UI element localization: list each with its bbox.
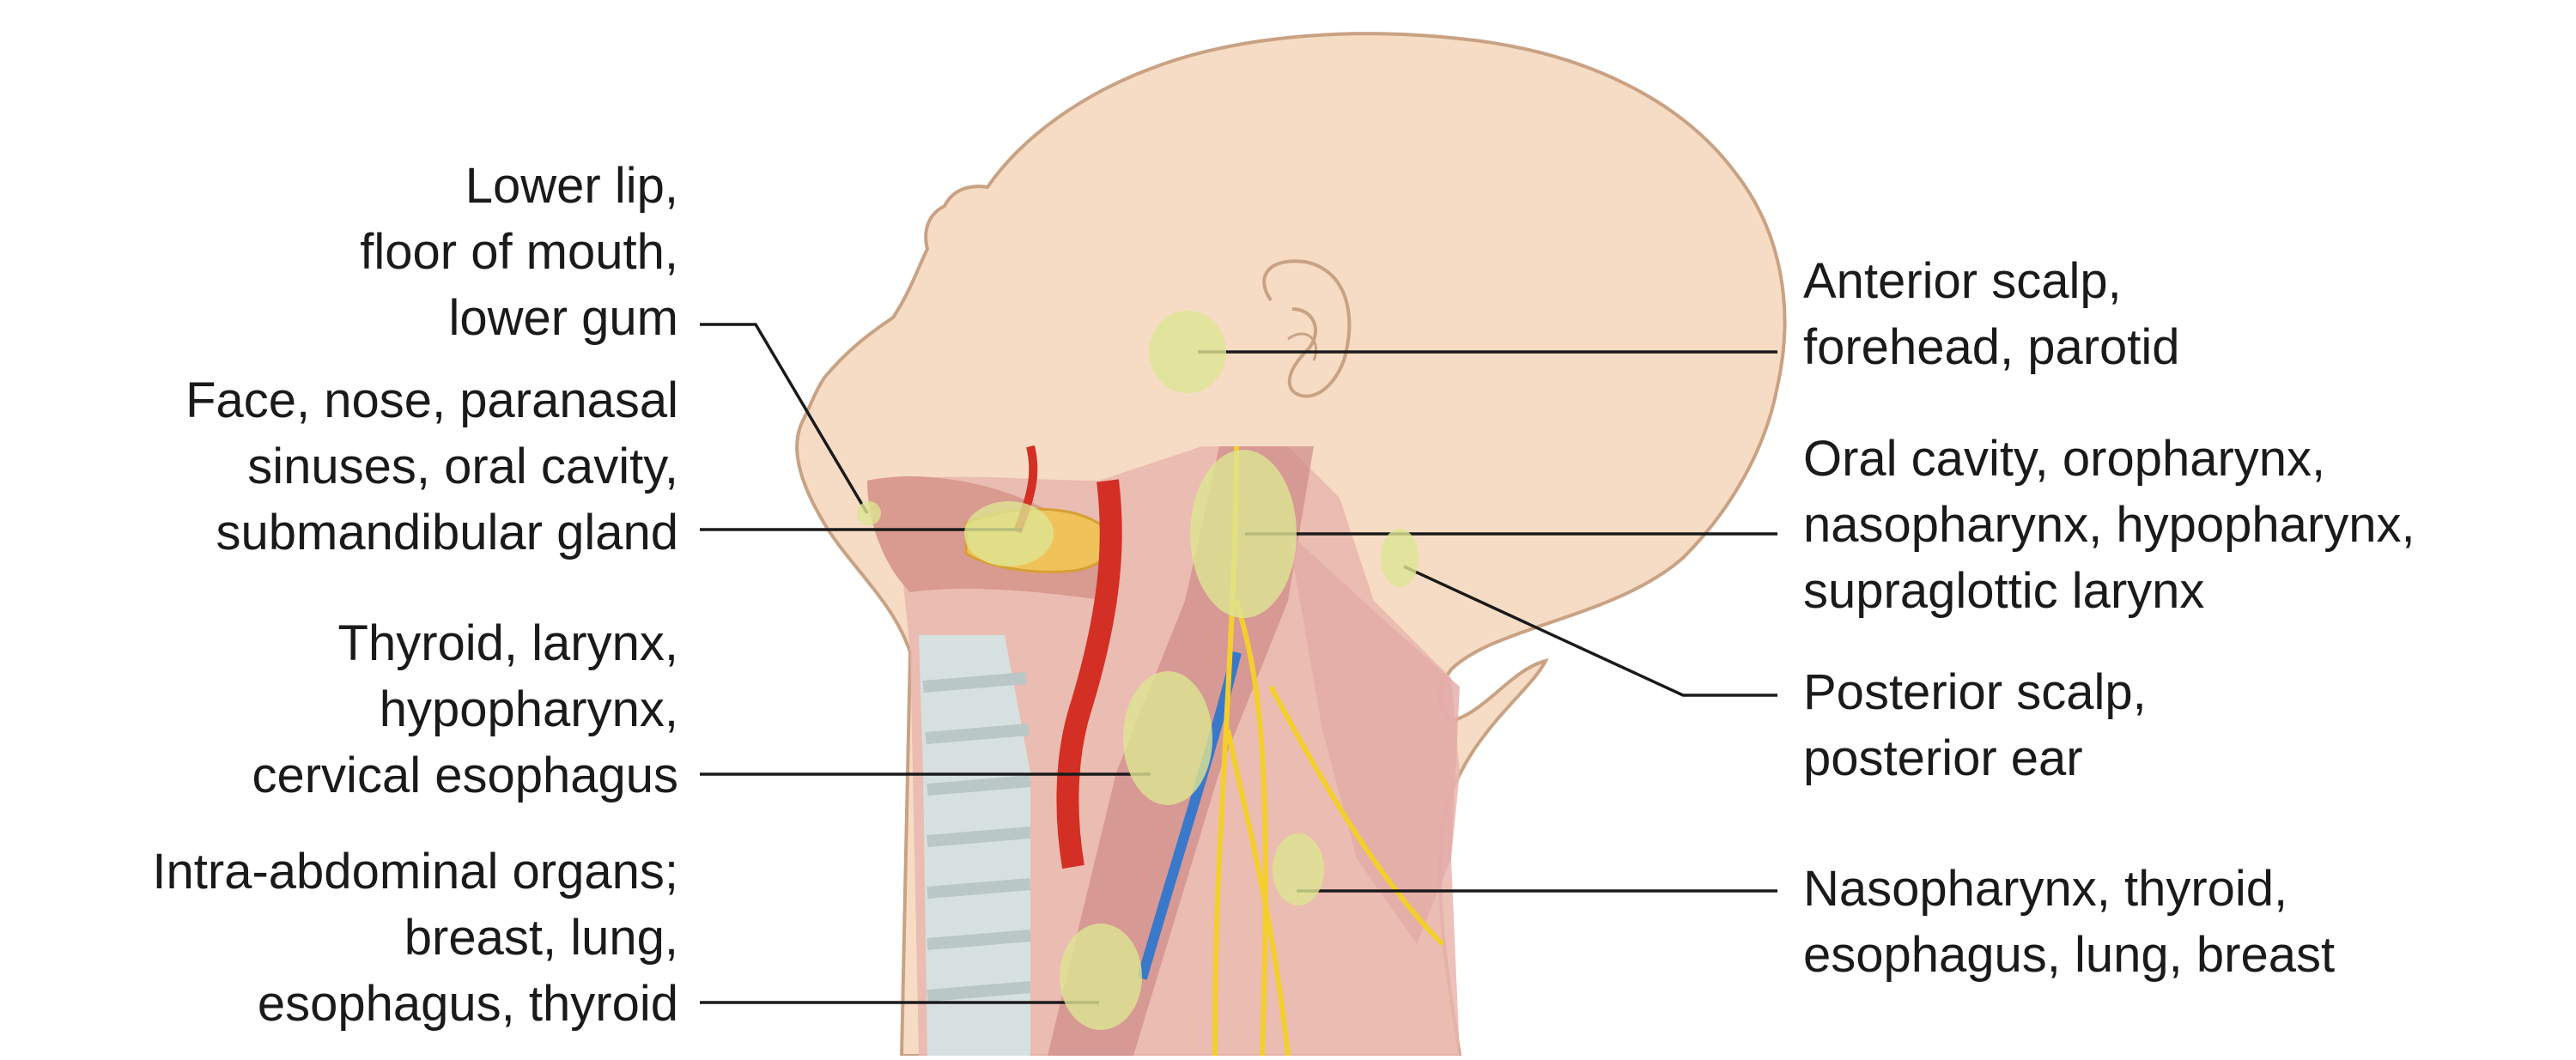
lymph-node-regions xyxy=(857,311,1419,1030)
node-preauricular xyxy=(1149,311,1226,393)
node-mid-jugular xyxy=(1123,671,1212,805)
label-nasopharynx: Nasopharynx, thyroid, esophagus, lung, b… xyxy=(1803,861,2336,983)
carotid-artery xyxy=(1056,479,1122,869)
leader-posterior-scalp xyxy=(1403,565,1777,697)
ear-outline xyxy=(1262,259,1352,398)
node-submental xyxy=(857,501,881,525)
label-posterior-scalp: Posterior scalp, posterior ear xyxy=(1803,664,2147,786)
node-submandibular xyxy=(964,501,1054,566)
label-anterior-scalp: Anterior scalp, forehead, parotid xyxy=(1803,253,2180,375)
node-upper-jugular xyxy=(1190,450,1297,618)
node-posterior-triangle xyxy=(1273,833,1324,906)
label-thyroid: Thyroid, larynx, hypopharynx, cervical e… xyxy=(252,615,678,803)
leader-lines xyxy=(700,323,1777,1004)
node-supraclavicular xyxy=(1060,924,1142,1030)
label-face: Face, nose, paranasal sinuses, oral cavi… xyxy=(185,373,678,560)
trapezius-muscle xyxy=(1288,532,1460,944)
trachea-rings xyxy=(922,672,1031,1002)
label-lower-lip: Lower lip, floor of mouth, lower gum xyxy=(360,158,678,346)
leader-lower-lip xyxy=(700,323,869,514)
label-oral-cavity: Oral cavity, oropharynx, nasopharynx, hy… xyxy=(1803,431,2415,619)
label-intra-abdominal: Intra-abdominal organs; breast, lung, es… xyxy=(152,844,678,1032)
node-postauricular xyxy=(1381,529,1419,587)
cervical-nerves xyxy=(1212,445,1445,1057)
ear-inner xyxy=(1287,332,1318,361)
